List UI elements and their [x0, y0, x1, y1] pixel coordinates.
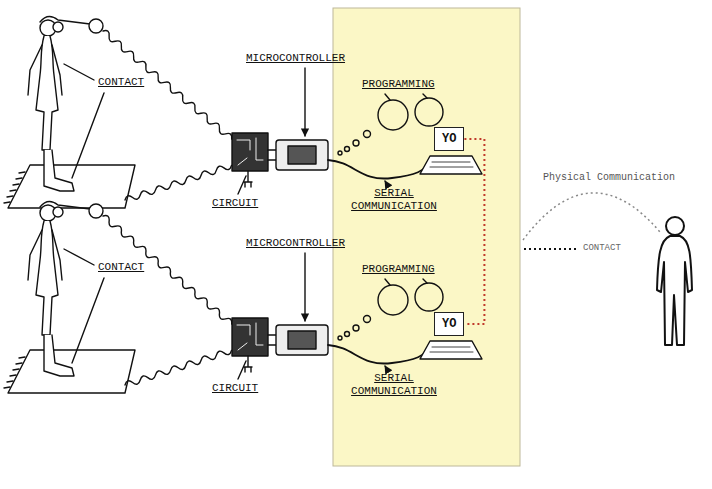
rug-fringe — [4, 172, 25, 203]
setup-sketch-copy — [4, 201, 482, 393]
screen-text: YO — [442, 132, 456, 146]
laptop-base — [420, 156, 482, 174]
leader-arrow — [304, 68, 305, 136]
physical-communication-arc — [523, 193, 660, 240]
headphone — [40, 16, 90, 24]
wire — [268, 150, 276, 160]
label-text: PROGRAMMING — [362, 78, 435, 90]
label-text: Physical Communication — [543, 172, 675, 183]
person-head — [666, 217, 684, 235]
boot — [44, 150, 74, 191]
label-text: CONTACT — [98, 76, 144, 88]
part-label: PROGRAMMING — [362, 263, 435, 276]
part-label: CONTACT — [583, 243, 621, 254]
label-text: MICROCONTROLLER — [246, 52, 345, 64]
part-label: MICROCONTROLLER — [246, 52, 345, 65]
part-label: SERIAL COMMUNICATION — [344, 187, 444, 213]
chip — [288, 146, 316, 164]
yellow-band — [333, 8, 520, 466]
leader-line — [238, 176, 246, 194]
label-text: CONTACT — [98, 261, 144, 273]
part-label: CONTACT — [98, 76, 144, 89]
part-label: PROGRAMMING — [362, 78, 435, 91]
headphone-receiver — [89, 19, 103, 33]
figure-arms — [28, 45, 62, 95]
microcontroller-board — [276, 140, 328, 170]
laptop-keys — [430, 162, 473, 167]
part-label: MICROCONTROLLER — [246, 237, 345, 250]
thought-bubble — [378, 100, 408, 130]
coiled-wire — [124, 163, 232, 203]
person-body — [657, 236, 692, 345]
label-text: CONTACT — [583, 243, 621, 253]
circuit-board — [232, 133, 268, 171]
thought-bubble — [345, 147, 350, 152]
part-label: SERIAL COMMUNICATION — [344, 372, 444, 398]
label-text: CIRCUIT — [212, 382, 258, 394]
part-label: CONTACT — [98, 261, 144, 274]
screen-text: YO — [442, 317, 456, 331]
thought-bubble — [364, 131, 371, 138]
thought-bubble — [353, 140, 359, 146]
leader-line — [385, 94, 427, 100]
part-label: Physical Communication — [543, 172, 675, 184]
contact-dots — [524, 248, 578, 250]
label-text: PROGRAMMING — [362, 263, 435, 275]
serial-cable — [328, 160, 430, 179]
dotted-link — [464, 139, 484, 324]
circuit-traces — [237, 138, 263, 165]
part-label: CIRCUIT — [212, 382, 258, 395]
label-text: MICROCONTROLLER — [246, 237, 345, 249]
part-label: CIRCUIT — [212, 197, 258, 210]
thought-bubble — [415, 98, 443, 126]
laptop-screen: YO — [434, 312, 464, 336]
leader-arrow — [385, 181, 388, 186]
label-text: SERIAL COMMUNICATION — [351, 187, 437, 212]
headphone-ear — [53, 22, 63, 32]
label-text: SERIAL COMMUNICATION — [351, 372, 437, 397]
label-text: CIRCUIT — [212, 197, 258, 209]
laptop-screen: YO — [434, 127, 464, 151]
thought-bubble — [338, 151, 342, 155]
setup-sketch — [4, 16, 482, 208]
